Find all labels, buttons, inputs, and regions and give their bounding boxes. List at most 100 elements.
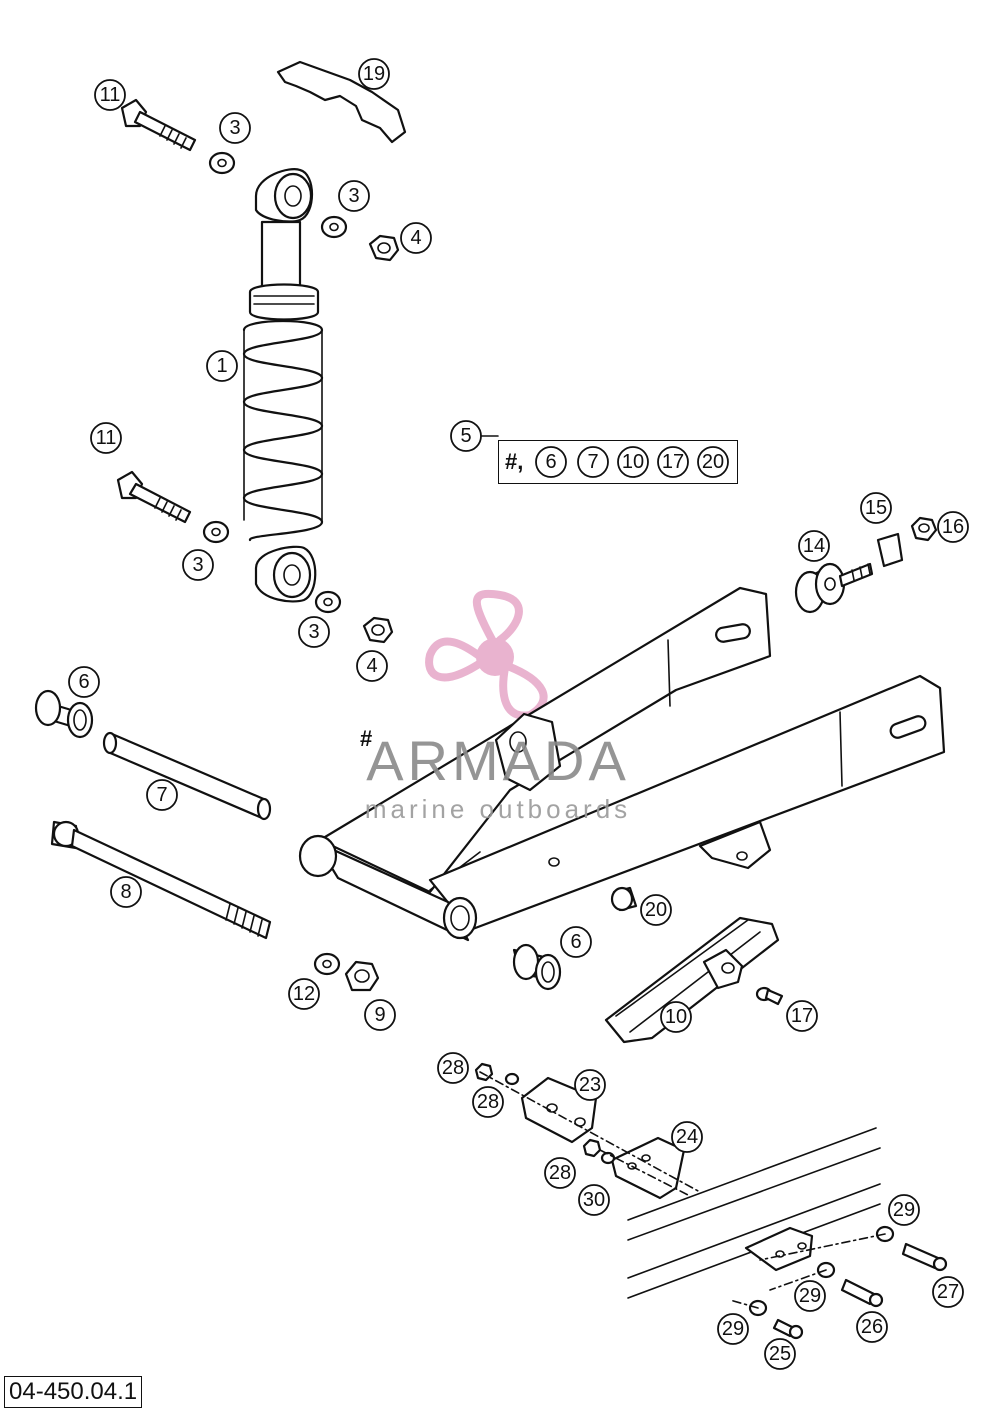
nut-4-upper bbox=[368, 234, 400, 262]
bushing-6-right bbox=[512, 943, 562, 991]
callout-4-upper: 4 bbox=[400, 222, 432, 254]
callout-26: 26 bbox=[856, 1311, 888, 1343]
svg-text:8: 8 bbox=[120, 881, 131, 903]
spacer-20 bbox=[610, 886, 638, 912]
svg-text:10: 10 bbox=[622, 451, 644, 473]
callout-23: 23 bbox=[574, 1069, 606, 1101]
washer-3-d bbox=[314, 590, 342, 614]
callout-28-a: 28 bbox=[437, 1052, 469, 1084]
svg-text:4: 4 bbox=[366, 655, 377, 677]
svg-text:28: 28 bbox=[442, 1057, 464, 1079]
callout-28-b: 28 bbox=[472, 1086, 504, 1118]
svg-text:6: 6 bbox=[78, 671, 89, 693]
svg-text:29: 29 bbox=[893, 1199, 915, 1221]
svg-text:6: 6 bbox=[545, 451, 556, 473]
swingarm-frame bbox=[298, 586, 946, 942]
document-code: 04-450.04.1 bbox=[4, 1376, 143, 1408]
svg-text:10: 10 bbox=[665, 1006, 687, 1028]
callout-3-c: 3 bbox=[182, 549, 214, 581]
swingarm-axle-8 bbox=[50, 820, 272, 940]
svg-text:4: 4 bbox=[410, 227, 421, 249]
callout-7: 7 bbox=[146, 779, 178, 811]
svg-text:23: 23 bbox=[579, 1074, 601, 1096]
callout-6-left: 6 bbox=[68, 666, 100, 698]
svg-text:30: 30 bbox=[583, 1189, 605, 1211]
washer-12 bbox=[313, 952, 341, 976]
chain-slider-10 bbox=[604, 916, 780, 1044]
svg-text:28: 28 bbox=[549, 1162, 571, 1184]
callout-17: 17 bbox=[786, 1000, 818, 1032]
callout-29-a: 29 bbox=[888, 1194, 920, 1226]
svg-text:16: 16 bbox=[942, 516, 964, 538]
callout-19: 19 bbox=[358, 58, 390, 90]
callout-29-b: 29 bbox=[794, 1280, 826, 1312]
svg-text:14: 14 bbox=[803, 535, 825, 557]
svg-text:15: 15 bbox=[865, 497, 887, 519]
svg-text:3: 3 bbox=[229, 117, 240, 139]
callout-11-upper: 11 bbox=[94, 79, 126, 111]
sleeve-7 bbox=[102, 731, 272, 821]
callout-8: 8 bbox=[110, 876, 142, 908]
callout-12: 12 bbox=[288, 978, 320, 1010]
nut-9 bbox=[344, 960, 380, 992]
callout-15: 15 bbox=[860, 492, 892, 524]
screw-17 bbox=[755, 986, 784, 1006]
svg-text:3: 3 bbox=[348, 185, 359, 207]
nut-4-lower bbox=[362, 616, 394, 644]
shock-absorber-1 bbox=[242, 168, 324, 603]
adjusting-wrench-19 bbox=[276, 60, 407, 144]
callout-28-c: 28 bbox=[544, 1157, 576, 1189]
chain-guard-assembly bbox=[474, 1062, 948, 1340]
kit-callout-5: 5 bbox=[450, 420, 482, 452]
watermark-logo-icon bbox=[425, 589, 548, 720]
callout-10: 10 bbox=[660, 1001, 692, 1033]
svg-text:27: 27 bbox=[937, 1281, 959, 1303]
bolt-11-lower bbox=[116, 470, 192, 524]
callout-4-lower: 4 bbox=[356, 650, 388, 682]
buffer-14 bbox=[794, 562, 874, 614]
bracket-15 bbox=[876, 532, 904, 568]
callout-3-b: 3 bbox=[338, 180, 370, 212]
nut-16 bbox=[910, 516, 938, 542]
callout-1: 1 bbox=[206, 350, 238, 382]
svg-text:3: 3 bbox=[192, 554, 203, 576]
callout-16: 16 bbox=[937, 511, 969, 543]
kit-item-6: 6 bbox=[535, 446, 567, 478]
callout-3-d: 3 bbox=[298, 616, 330, 648]
svg-text:7: 7 bbox=[156, 784, 167, 806]
svg-text:25: 25 bbox=[769, 1343, 791, 1365]
svg-text:26: 26 bbox=[861, 1316, 883, 1338]
washer-3-b bbox=[320, 215, 348, 239]
bushing-6-left bbox=[34, 689, 94, 739]
watermark-tagline: marine outboards bbox=[364, 794, 632, 824]
callout-11-lower: 11 bbox=[90, 422, 122, 454]
callout-24: 24 bbox=[671, 1121, 703, 1153]
svg-text:19: 19 bbox=[363, 63, 385, 85]
washer-3-a bbox=[208, 151, 236, 175]
callout-29-c: 29 bbox=[717, 1313, 749, 1345]
svg-text:12: 12 bbox=[293, 983, 315, 1005]
svg-text:17: 17 bbox=[662, 451, 684, 473]
washer-3-c bbox=[202, 520, 230, 544]
kit-item-17: 17 bbox=[657, 446, 689, 478]
svg-text:29: 29 bbox=[799, 1285, 821, 1307]
callout-6-right: 6 bbox=[560, 926, 592, 958]
svg-text:6: 6 bbox=[570, 931, 581, 953]
svg-text:9: 9 bbox=[374, 1004, 385, 1026]
kit-contents-box: #, 6 7 10 17 20 bbox=[498, 440, 738, 484]
svg-text:5: 5 bbox=[460, 425, 471, 447]
swingarm-hash-marker: # bbox=[360, 726, 373, 751]
callout-14: 14 bbox=[798, 530, 830, 562]
kit-hash-marker: #, bbox=[505, 449, 524, 474]
kit-item-7: 7 bbox=[577, 446, 609, 478]
svg-text:24: 24 bbox=[676, 1126, 698, 1148]
callout-25: 25 bbox=[764, 1338, 796, 1370]
svg-text:20: 20 bbox=[645, 899, 667, 921]
svg-text:7: 7 bbox=[587, 451, 598, 473]
callout-20: 20 bbox=[640, 894, 672, 926]
svg-text:1: 1 bbox=[216, 355, 227, 377]
callout-3-a: 3 bbox=[219, 112, 251, 144]
svg-text:17: 17 bbox=[791, 1005, 813, 1027]
